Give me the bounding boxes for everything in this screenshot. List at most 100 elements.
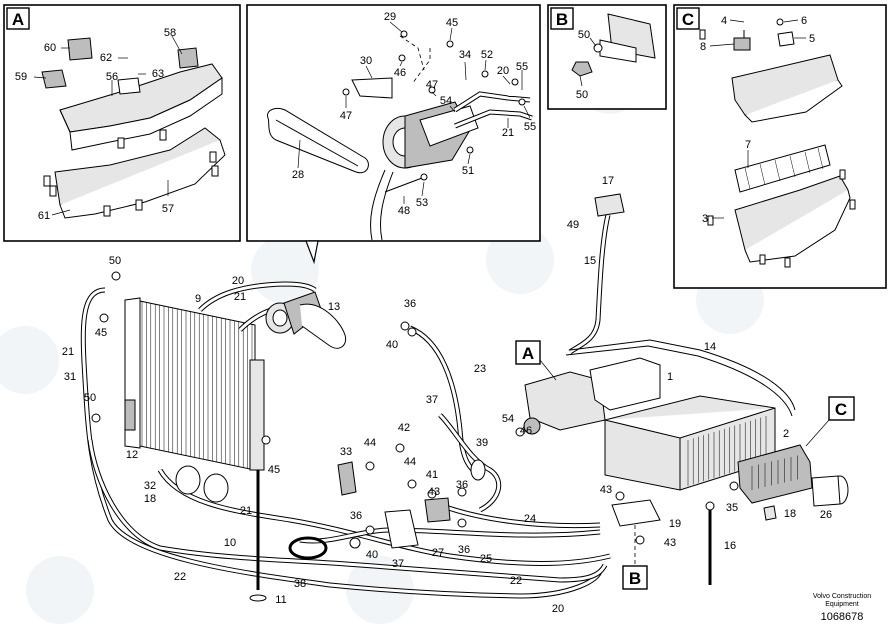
part-label: 28 [292,169,304,181]
part-label: 7 [745,139,751,151]
part-label: 53 [416,197,428,209]
part-label: 52 [481,49,493,61]
part-label: 35 [726,502,738,514]
part-label: 27 [432,547,444,559]
part-label: 61 [38,210,50,222]
part-label: 11 [275,594,286,606]
part-label: 20 [497,65,509,77]
svg-text:B: B [629,569,641,588]
document-number: 1068678 [821,611,864,623]
part-label: 33 [340,446,352,458]
panel-a-title: A [12,10,24,29]
svg-text:C: C [835,400,847,419]
panel-b-title: B [556,10,568,29]
part-label: 22 [510,575,522,587]
brand-line-1: Volvo Construction [813,593,871,600]
part-label: 6 [801,15,807,27]
part-label: 59 [15,71,27,83]
main-assembly: A B C 50 20 13 9 21 45 21 31 50 45 12 32 [62,175,855,615]
brand-line-2: Equipment [825,601,859,608]
part-label: 20 [552,603,564,615]
callout-c: C [805,396,855,447]
part-label: 9 [195,293,201,305]
part-label: 47 [426,79,438,91]
part-label: 40 [366,549,378,561]
part-label: 55 [516,61,528,73]
part-label: 44 [404,456,416,468]
part-label: 21 [234,291,246,303]
part-label: 60 [44,42,56,54]
part-label: 18 [144,493,156,505]
part-label: 50 [578,29,590,41]
part-label: 45 [446,17,458,29]
part-label: 36 [404,298,416,310]
footer: Volvo Construction Equipment 1068678 [813,593,871,623]
part-label: 25 [480,553,492,565]
part-label: 45 [95,327,107,339]
part-label: 2 [783,428,789,440]
part-label: 37 [392,558,404,570]
part-label: 21 [240,505,252,517]
part-label: 4 [721,15,727,27]
part-label: 58 [164,27,176,39]
part-label: 21 [62,346,74,358]
callout-a: A [515,340,557,381]
part-label: 17 [602,175,614,187]
part-label: 3 [702,213,708,225]
part-label: 46 [394,67,406,79]
part-label: 38 [294,578,306,590]
part-label: 50 [84,392,96,404]
part-label: 46 [520,425,532,437]
part-label: 32 [144,480,156,492]
part-label: 43 [428,486,440,498]
part-label: 26 [820,509,832,521]
part-label: 62 [100,52,112,64]
callout-b: B [622,525,648,590]
part-label: 14 [704,341,716,353]
evaporator-fins [687,416,767,486]
part-label: 36 [456,479,468,491]
part-label: 43 [600,484,612,496]
part-label: 12 [126,449,138,461]
part-label: 36 [458,544,470,556]
part-label: 54 [502,413,514,425]
part-label: 30 [360,55,372,67]
part-label: 45 [268,464,280,476]
part-label: 13 [328,301,340,313]
part-label: 63 [152,68,164,80]
part-label: 43 [664,537,676,549]
part-label: 51 [462,165,474,177]
part-label: 57 [162,203,174,215]
detail-panel-compressor: 29 45 30 46 52 34 20 55 47 47 54 21 55 2… [246,4,541,265]
part-label: 22 [174,571,186,583]
detail-panel-a: A 60 58 62 59 56 63 61 [3,4,241,242]
part-label: 31 [64,371,76,383]
condenser-fins [141,301,253,470]
part-label: 19 [669,518,681,530]
part-label: 1 [667,371,673,383]
control-panel-slots [751,455,798,490]
main-part-labels: 50 20 13 9 21 45 21 31 50 45 12 32 18 21… [62,175,832,615]
part-label: 29 [384,11,396,23]
part-label: 40 [386,339,398,351]
part-label: 47 [340,110,352,122]
part-label: 21 [502,127,514,139]
part-label: 18 [784,508,796,520]
part-label: 37 [426,394,438,406]
part-label: 24 [524,513,536,525]
part-label: 16 [724,540,736,552]
part-label: 36 [350,510,362,522]
part-label: 49 [567,219,579,231]
part-label: 5 [809,33,815,45]
part-label: 50 [109,255,121,267]
part-label: 39 [476,437,488,449]
svg-text:A: A [522,344,534,363]
detail-panel-b: B 50 50 [547,4,667,110]
part-label: 34 [459,49,471,61]
filter-pleats [744,147,824,190]
part-label: 41 [426,469,438,481]
part-label: 56 [106,71,118,83]
panel-c-title: C [682,10,694,29]
condenser [124,297,265,471]
